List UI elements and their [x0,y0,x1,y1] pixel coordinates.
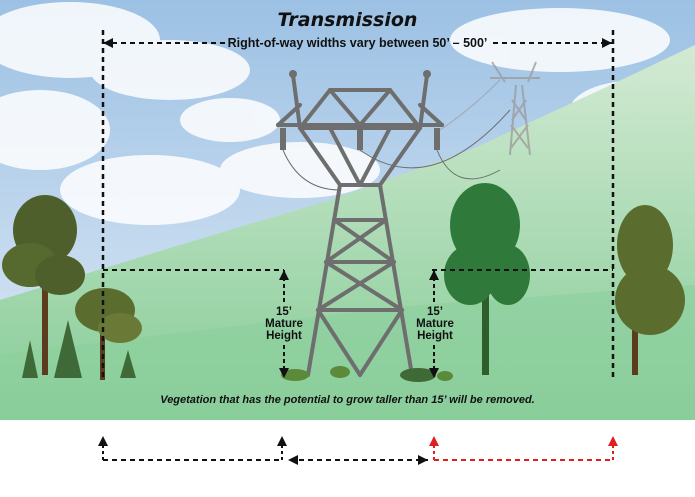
tree-green [444,183,530,375]
right-of-way-label: Right-of-way widths vary between 50’ – 5… [227,36,488,50]
right-of-way-dimension [101,30,615,380]
vegetation-caption: Vegetation that has the potential to gro… [160,394,535,406]
height-line1: Mature [265,318,303,330]
diagram-title: Transmission [277,9,418,31]
power-lines [282,109,511,191]
height-value: 15’ [276,306,292,318]
zone-markers-red [433,445,614,461]
height-arrow-up-left [279,270,289,280]
transmission-tower [276,73,444,377]
zone-arrow-6 [608,436,618,446]
arrowhead-left [103,38,113,48]
tree-right [615,205,685,375]
zone-arrow-4 [418,455,428,465]
arrowhead-right [602,38,612,48]
zone-arrow-3 [288,455,298,465]
distant-tower [490,61,540,156]
conifers-left [22,320,136,378]
height-arrow-down-left [279,368,289,378]
tree-left-large [2,195,85,375]
height-line1: Mature [416,318,454,330]
distant-wire [439,79,501,131]
zone-arrow-5 [429,436,439,446]
zone-arrow-2 [277,436,287,446]
insulators [280,70,440,150]
height-arrow-up-right [429,270,439,280]
zone-arrow-1 [98,436,108,446]
height-line2: Height [417,330,453,342]
bottom-band [0,420,695,497]
height-arrow-down-right [429,368,439,378]
height-value: 15’ [427,306,443,318]
height-label-right: 15’ Mature Height [405,306,465,342]
zone-markers [102,445,428,461]
height-line2: Height [266,330,302,342]
shrubs [281,366,453,382]
height-label-left: 15’ Mature Height [254,306,314,342]
